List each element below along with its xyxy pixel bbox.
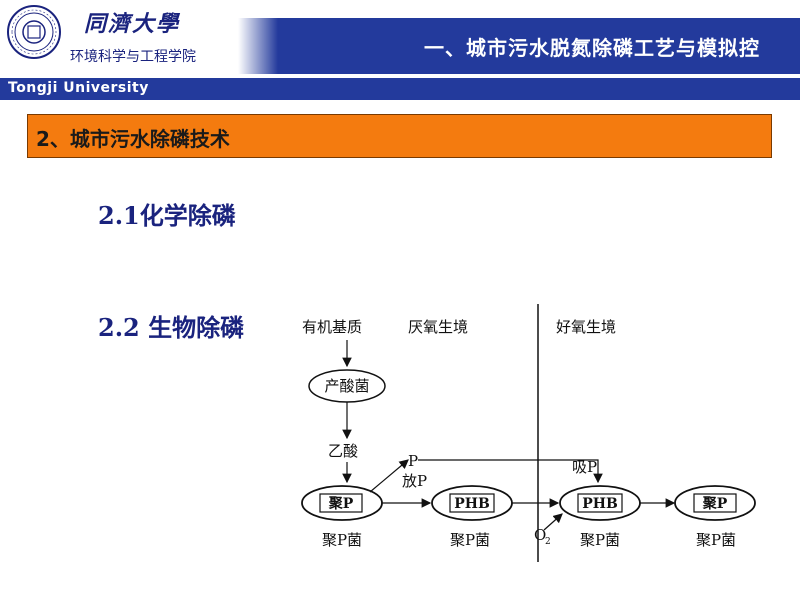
section-heading-bar: 2、城市污水除磷技术	[27, 114, 772, 158]
arrow-release-p	[369, 459, 409, 493]
university-seal-icon	[7, 5, 61, 59]
caption-poly-p-bacteria-2: 聚P菌	[450, 531, 490, 549]
label-uptake-p: 吸P	[572, 458, 597, 476]
label-anaerobic-environment: 厌氧生境	[408, 318, 468, 336]
label-p: P	[408, 452, 418, 470]
arrow-p-uptake	[418, 459, 603, 484]
university-name-en: Tongji University	[8, 80, 149, 96]
item-biological-phosphorus-removal: 2.2 生物除磷	[98, 313, 245, 342]
caption-poly-p-bacteria-1: 聚P菌	[322, 531, 362, 549]
slide-title: 一、城市污水脱氮除磷工艺与模拟控	[424, 36, 760, 60]
section-heading: 2、城市污水除磷技术	[36, 127, 230, 151]
label-poly-p-1: 聚P	[328, 496, 354, 512]
school-name: 环境科学与工程学院	[70, 49, 196, 65]
label-oxygen-subscript: 2	[545, 537, 551, 547]
title-bar: 一、城市污水脱氮除磷工艺与模拟控	[238, 18, 800, 74]
label-phb-2: PHB	[582, 496, 618, 512]
label-release-p: 放P	[402, 472, 427, 490]
bio-phosphorus-diagram: 有机基质 厌氧生境 好氧生境 产酸菌 乙酸 聚P P 放P 吸P PHB O 2…	[301, 304, 756, 562]
label-organic-substrate: 有机基质	[302, 318, 362, 336]
label-aerobic-environment: 好氧生境	[556, 318, 616, 336]
university-name-cn: 同濟大學	[84, 11, 181, 37]
item-chemical-phosphorus-removal: 2.1化学除磷	[98, 201, 236, 230]
caption-poly-p-bacteria-4: 聚P菌	[696, 531, 736, 549]
label-acid-bacteria: 产酸菌	[324, 377, 369, 395]
label-phb-1: PHB	[454, 496, 490, 512]
slide-header: 同濟大學 环境科学与工程学院 一、城市污水脱氮除磷工艺与模拟控 Tongji U…	[0, 0, 800, 100]
caption-poly-p-bacteria-3: 聚P菌	[580, 531, 620, 549]
label-acetic-acid: 乙酸	[328, 442, 358, 460]
label-poly-p-2: 聚P	[702, 496, 728, 512]
university-strip: Tongji University	[0, 78, 800, 100]
arrow-oxygen	[543, 513, 563, 531]
node-poly-p-2	[674, 485, 756, 521]
label-oxygen: O	[534, 526, 546, 544]
